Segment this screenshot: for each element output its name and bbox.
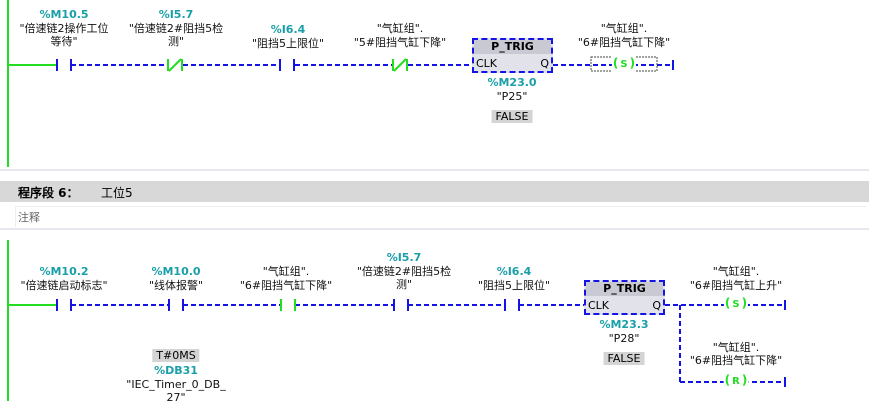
p-trig-address: %M23.3: [599, 318, 649, 331]
set-coil-icon[interactable]: (S): [723, 296, 749, 312]
p-trig-block[interactable]: P_TRIG CLK Q: [472, 38, 553, 73]
network-number: 程序段 6：: [18, 186, 79, 200]
p-trig-value: FALSE: [491, 110, 533, 123]
p-trig-block[interactable]: P_TRIG CLK Q: [584, 280, 665, 315]
p-trig-symbol: "P25": [496, 90, 528, 103]
p-trig-value: FALSE: [603, 352, 645, 365]
set-coil-icon[interactable]: (S): [611, 56, 637, 72]
network-title[interactable]: 工位5: [101, 186, 133, 200]
network-header[interactable]: 程序段 6： 工位5: [0, 181, 869, 202]
network-comment[interactable]: 注释: [15, 206, 866, 227]
p-trig-symbol: "P28": [608, 332, 640, 345]
p-trig-address: %M23.0: [487, 76, 537, 89]
reset-coil-icon[interactable]: (R): [723, 373, 749, 389]
